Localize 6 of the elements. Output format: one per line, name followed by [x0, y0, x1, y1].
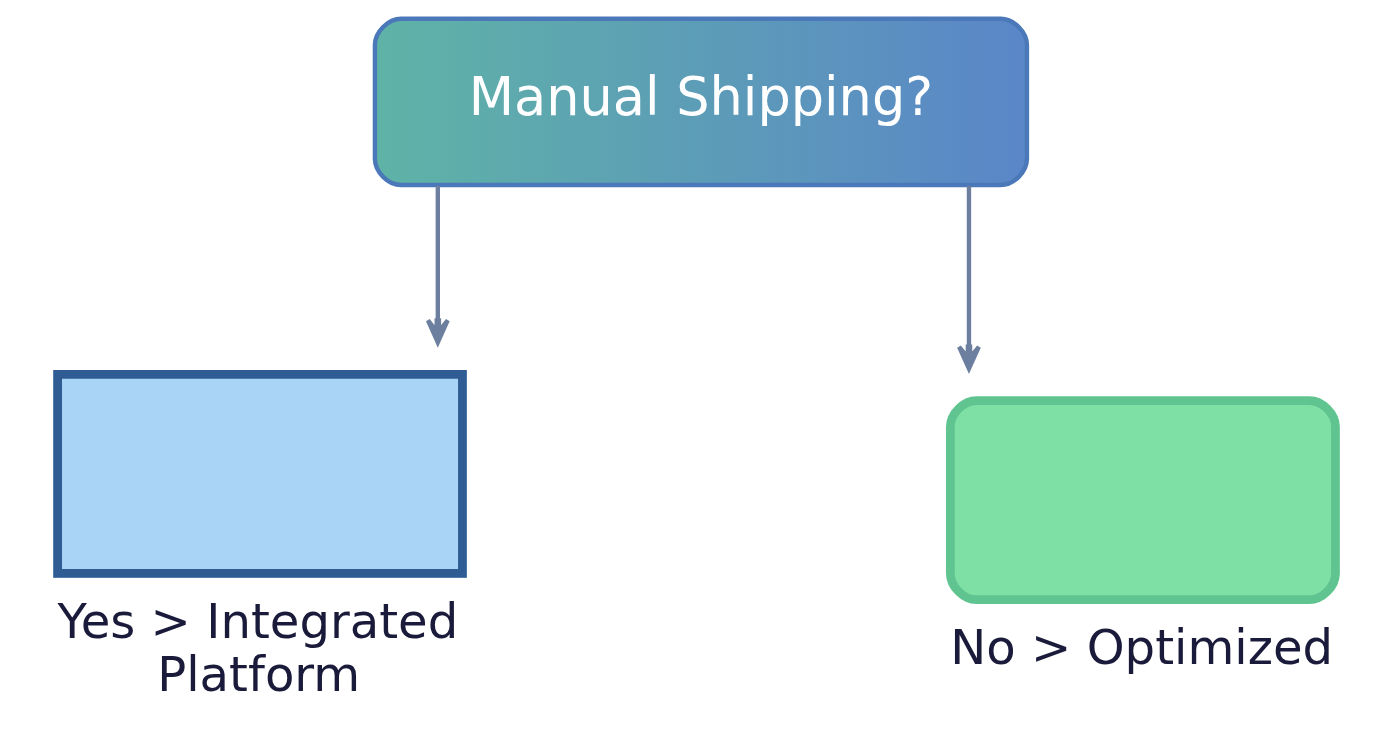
node-label: Yes > Integrated Platform — [57, 592, 459, 702]
node-box: Manual Shipping? — [372, 16, 1030, 187]
arrow — [956, 185, 981, 371]
node-label: No > Optimized — [950, 618, 1334, 675]
arrow — [425, 185, 450, 345]
node-box — [946, 395, 1340, 604]
